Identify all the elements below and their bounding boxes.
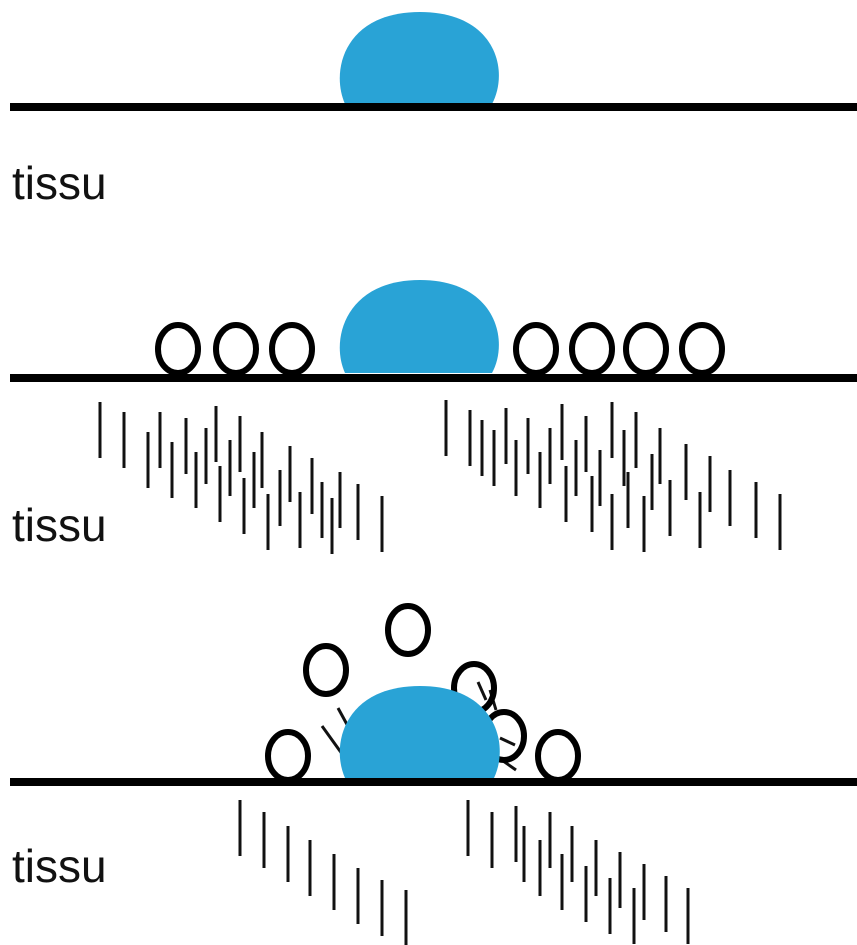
cell — [155, 322, 201, 376]
panel-1 — [10, 12, 857, 111]
drop-1 — [339, 12, 499, 104]
surface-line-3 — [10, 778, 857, 786]
cell — [385, 603, 431, 657]
surface-line-1 — [10, 103, 857, 111]
cell — [265, 729, 311, 783]
surface-line-2 — [10, 374, 857, 382]
cells-left-2 — [155, 322, 315, 376]
fibers-left-2 — [98, 402, 384, 554]
tissue-label-2: tissu — [12, 499, 107, 551]
panel-3 — [10, 603, 857, 945]
cells-right-2 — [513, 322, 725, 376]
tissue-label-1: tissu — [12, 157, 107, 209]
drop-2 — [339, 280, 499, 373]
panel-2 — [10, 280, 857, 554]
cell — [269, 322, 315, 376]
fibers-right-3 — [466, 800, 690, 944]
cell — [535, 729, 581, 783]
cell — [513, 322, 559, 376]
cell — [679, 322, 725, 376]
fibers-left-3 — [238, 800, 408, 945]
cell — [213, 322, 259, 376]
drop-3 — [339, 686, 500, 778]
fibers-right-2 — [444, 400, 782, 552]
cell — [303, 643, 349, 697]
cell — [623, 322, 669, 376]
cell — [569, 322, 615, 376]
tissue-label-3: tissu — [12, 840, 107, 892]
